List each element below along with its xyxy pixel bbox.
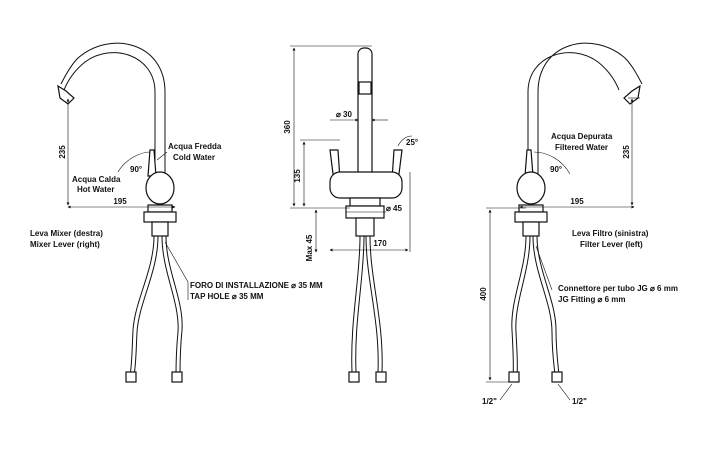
left-mount [143,211,177,223]
center-nozzle [358,81,372,95]
left-fitting-1 [125,371,137,383]
center-angle: 25° [406,138,418,147]
left-dim-height: 235 [58,145,67,159]
center-base [349,197,381,207]
left-dim-width: 195 [113,197,127,206]
right-dim-height: 235 [622,145,631,159]
left-cold-water-en: Cold Water [173,153,215,162]
right-dim-400: 400 [479,287,488,301]
right-connector-leader [535,245,553,291]
left-fitting-2 [171,371,183,383]
right-nozzle [623,84,641,105]
right-fitting-2 [551,371,563,383]
left-hose-1 [129,235,155,376]
right-lever-en: Filter Lever (left) [580,240,643,249]
center-dim-max: Max 45 [305,234,314,261]
center-body [329,171,403,199]
right-lever-it: Leva Filtro (sinistra) [572,229,649,238]
left-body [145,171,175,205]
center-fitting-1 [348,371,360,383]
center-dim-170: 170 [373,239,387,248]
left-hose-2 [161,235,179,376]
center-angle-arc [397,135,413,147]
left-cold-leader [156,151,168,161]
left-hot-water-it: Acqua Calda [72,175,121,184]
left-lever [147,149,157,177]
left-lever-en: Mixer Lever (right) [30,240,100,249]
right-half-leader-left [499,383,513,401]
center-hose-2b [369,235,383,373]
center-hose-1b [355,235,365,373]
right-half-inch-left: 1/2" [482,397,497,406]
left-cold-water-it: Acqua Fredda [168,142,222,151]
right-view: 235 195 90° Acqua Depurata Filtered Wate… [479,42,678,406]
right-connector-en: JG Fitting ⌀ 6 mm [558,295,626,304]
right-base [518,204,544,213]
right-hose-2b [536,235,560,376]
left-base [147,204,173,213]
right-filtered-en: Filtered Water [555,143,608,152]
left-hose-2b [165,235,183,376]
right-hose-2 [532,235,556,376]
left-hose-1b [133,235,159,376]
left-hot-water-en: Hot Water [77,185,114,194]
right-filtered-it: Acqua Depurata [551,132,613,141]
right-angle-arc [533,151,571,175]
right-fitting-1 [508,371,520,383]
center-hose-2 [365,235,379,373]
right-body [516,171,546,205]
center-dim-total: 360 [283,120,292,134]
left-nozzle [57,84,75,105]
left-hole-en: TAP HOLE ⌀ 35 MM [190,292,264,301]
left-hole-it: FORO DI INSTALLAZIONE ⌀ 35 MM [190,281,323,290]
right-dim-width: 195 [570,197,584,206]
right-half-leader-right [557,383,571,401]
center-view: 360 135 Max 45 170 ⌀ 30 ⌀ 45 25° [283,45,418,383]
right-connector-it: Connettore per tubo JG ⌀ 6 mm [558,284,678,293]
left-hole-leader [164,241,189,283]
left-spout [60,42,166,188]
center-fitting-2 [375,371,387,383]
right-hose-1b [515,235,531,376]
left-angle: 90° [130,165,142,174]
center-dim-d30: ⌀ 30 [336,110,352,119]
center-spout [357,47,373,179]
left-angle-arc [117,151,151,173]
left-lever-it: Leva Mixer (destra) [30,229,103,238]
right-half-inch-right: 1/2" [572,397,587,406]
right-angle: 90° [550,165,562,174]
center-dim-135: 135 [293,169,302,183]
center-dim-d45: ⌀ 45 [386,204,402,213]
right-mount [514,211,548,223]
right-spout [527,42,643,188]
left-view: 235 195 90° Acqua Fredda Cold Water Acqu… [30,42,323,383]
left-shank [151,221,169,237]
center-shank [355,217,375,237]
right-hose-1 [511,235,527,376]
right-shank [522,221,540,237]
